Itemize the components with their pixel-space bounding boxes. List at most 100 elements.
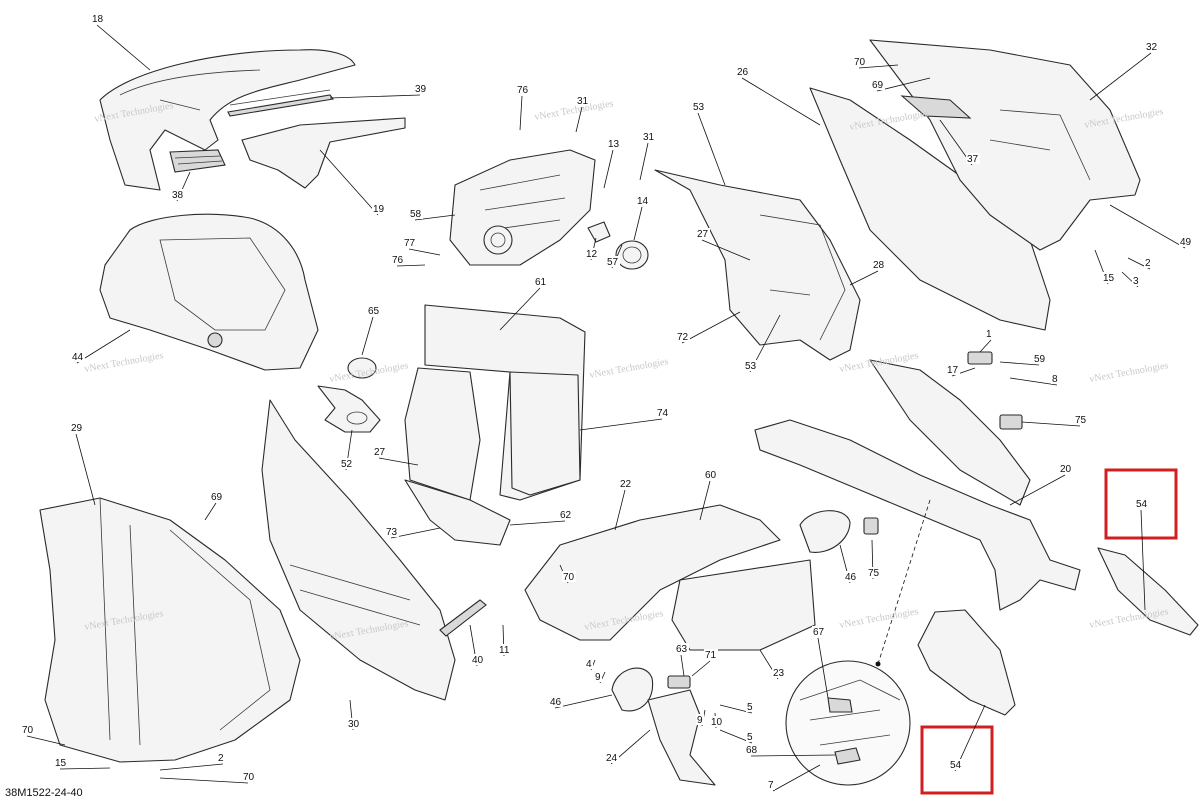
leader-line: [633, 206, 643, 241]
callout-label-bg: [853, 56, 867, 67]
callout-number: 27: [374, 447, 386, 458]
callout-label-bg: [746, 731, 754, 742]
leader-line: [697, 112, 726, 186]
callout-label-bg: [347, 718, 361, 729]
leader-line: [1009, 474, 1066, 506]
callout-number: 5: [747, 702, 753, 713]
leader-line: [59, 767, 111, 770]
callout-label-bg: [372, 203, 386, 214]
callout-number: 32: [1146, 42, 1158, 53]
callout-number: 76: [517, 85, 529, 96]
callout-number: 70: [22, 725, 34, 736]
callout-label-bg: [559, 509, 573, 520]
callout-label-bg: [710, 716, 724, 727]
callout-label-bg: [867, 567, 881, 578]
watermark: vNext Technologies: [84, 350, 165, 375]
part-24-lower-cover: [647, 689, 716, 786]
callout-number: 5: [747, 732, 753, 743]
leader-line: [741, 77, 821, 126]
callout-label-bg: [676, 331, 690, 342]
part-75-clip-upper: [999, 414, 1023, 430]
part-67-bracket: [827, 697, 853, 713]
callout-label-bg: [696, 228, 710, 239]
callout-label-bg: [1145, 41, 1159, 52]
callout-number: 15: [1103, 273, 1115, 284]
part-1-clip: [967, 351, 993, 365]
callout-label-bg: [772, 667, 786, 678]
callout-number: 9: [697, 715, 703, 726]
callout-number: 74: [657, 408, 669, 419]
callout-label-bg: [91, 13, 105, 24]
leader-line: [329, 94, 421, 99]
callout-label-bg: [1059, 463, 1073, 474]
watermark: vNext Technologies: [534, 98, 615, 123]
part-73-lower-trim: [404, 479, 511, 546]
diagram-code: 38M1522-24-40: [5, 787, 83, 799]
part-29-left-panel: [39, 497, 301, 763]
callout-number: 75: [868, 568, 880, 579]
callout-label-bg: [1074, 414, 1088, 425]
callout-number: 39: [415, 84, 427, 95]
callout-number: 70: [243, 772, 255, 783]
callout-label-bg: [373, 446, 387, 457]
leader-line: [575, 106, 583, 133]
leader-line: [76, 329, 131, 364]
leader-line: [361, 316, 374, 356]
callout-number: 13: [608, 139, 620, 150]
leader-line: [772, 764, 821, 792]
callout-label-bg: [516, 84, 530, 95]
callout-number: 10: [711, 717, 723, 728]
callout-label-bg: [949, 759, 963, 770]
leader-line: [858, 64, 899, 69]
part-38-grille: [169, 149, 226, 173]
part-54-side-panel-lower: [917, 609, 1016, 716]
callout-number: 7: [768, 780, 774, 791]
leader-line: [26, 735, 66, 746]
callout-number: 12: [586, 249, 598, 260]
callout-number: 54: [950, 760, 962, 771]
callout-label-bg: [1102, 272, 1116, 283]
callout-label-bg: [385, 526, 399, 537]
part-40-bracket: [439, 599, 487, 637]
callout-label-bg: [696, 714, 704, 725]
callout-number: 70: [854, 57, 866, 68]
part-46-mirror-right: [799, 510, 851, 553]
callout-number: 46: [845, 572, 857, 583]
callout-number: 69: [872, 80, 884, 91]
callout-label-bg: [1179, 236, 1193, 247]
part-20-upper: [869, 359, 1031, 506]
callout-number: 62: [560, 510, 572, 521]
part-58-headlight: [449, 149, 596, 266]
part-12-bulb: [587, 221, 611, 243]
callout-label-bg: [656, 407, 670, 418]
callout-number: 59: [1034, 354, 1046, 365]
leader-line: [159, 763, 224, 771]
callout-label-bg: [642, 131, 656, 142]
callout-number: 23: [773, 668, 785, 679]
part-22-console: [524, 504, 781, 641]
callout-label-bg: [636, 195, 650, 206]
callout-number: 2: [218, 753, 224, 764]
watermark: vNext Technologies: [1089, 360, 1170, 385]
leader-line: [204, 502, 217, 521]
leader-line: [1089, 52, 1152, 101]
callout-label-bg: [704, 469, 718, 480]
callout-number: 4: [586, 659, 592, 670]
callout-label-bg: [1144, 257, 1152, 268]
callout-label-bg: [414, 83, 428, 94]
callout-label-bg: [1033, 353, 1047, 364]
callout-number: 31: [643, 132, 655, 143]
callout-label-bg: [746, 701, 754, 712]
part-28-fairing-inner: [759, 214, 846, 341]
part-46-mirror-left: [611, 667, 654, 712]
callout-number: 20: [1060, 464, 1072, 475]
callout-number: 26: [737, 67, 749, 78]
callout-number: 3: [1133, 276, 1139, 287]
callout-label-bg: [736, 66, 750, 77]
callout-label-bg: [946, 364, 960, 375]
callout-label-bg: [985, 328, 993, 339]
callout-label-bg: [403, 237, 417, 248]
callout-number: 52: [341, 459, 353, 470]
watermark: vNext Technologies: [1089, 606, 1170, 631]
callout-number: 28: [873, 260, 885, 271]
